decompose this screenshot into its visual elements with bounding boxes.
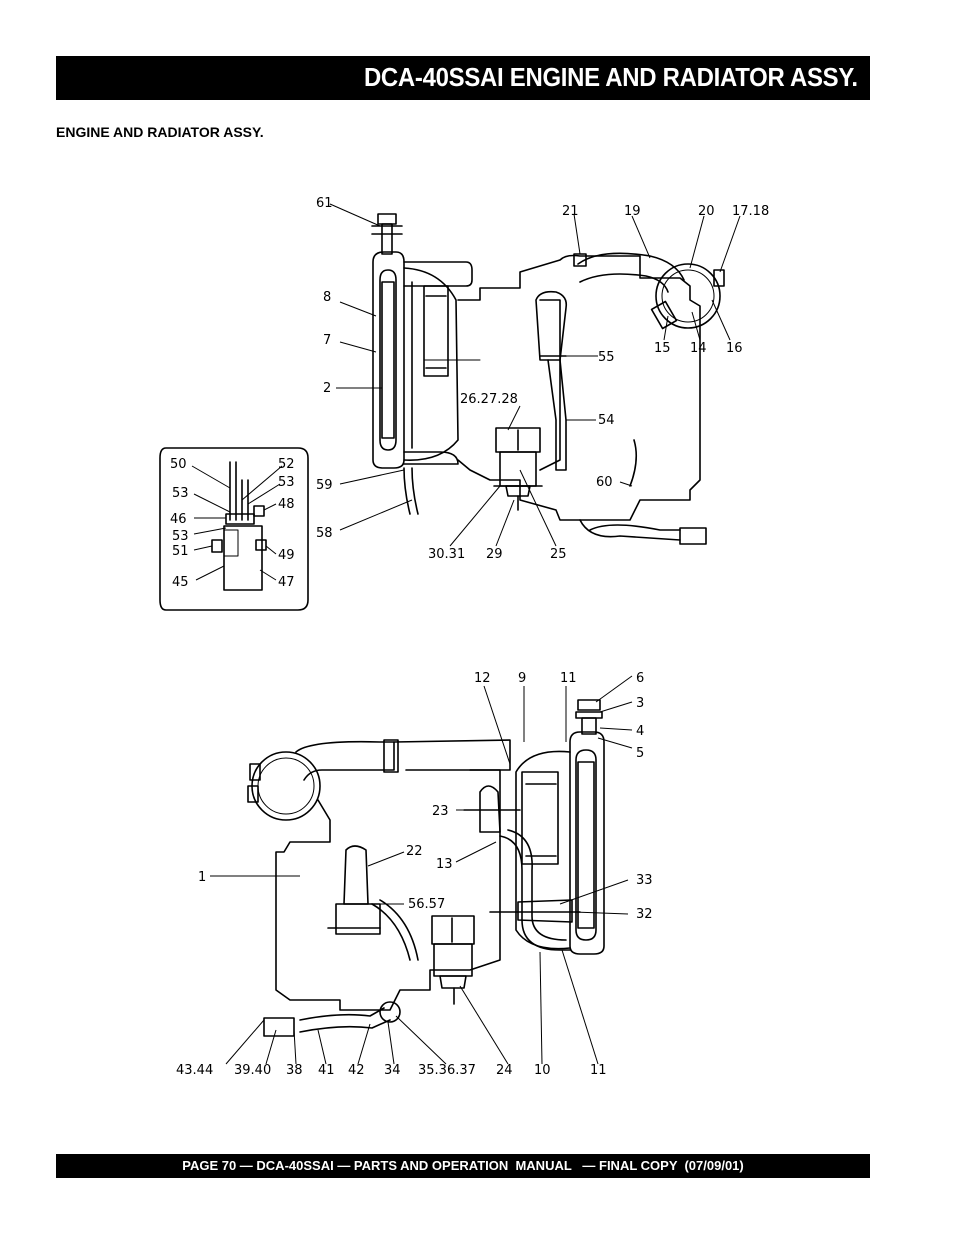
inset-callout-48: 48 [278, 497, 295, 512]
callout-20: 20 [698, 204, 715, 219]
callout-35-36-37: 35.36.37 [418, 1063, 476, 1078]
callout-60: 60 [596, 475, 613, 490]
inset-callout-46: 46 [170, 512, 187, 527]
callout-25: 25 [550, 547, 567, 562]
inset-callout-53-c: 53 [172, 529, 189, 544]
inset-callout-50: 50 [170, 457, 187, 472]
callout-41: 41 [318, 1063, 335, 1078]
callout-54: 54 [598, 413, 615, 428]
inset-callout-45: 45 [172, 575, 189, 590]
callout-13: 13 [436, 857, 453, 872]
inset-callout-53-a: 53 [278, 475, 295, 490]
callout-55: 55 [598, 350, 615, 365]
callout-30-31: 30.31 [428, 547, 465, 562]
callout-24: 24 [496, 1063, 513, 1078]
callout-42: 42 [348, 1063, 365, 1078]
callout-38: 38 [286, 1063, 303, 1078]
inset-callout-52: 52 [278, 457, 295, 472]
callout-29: 29 [486, 547, 503, 562]
callout-59: 59 [316, 478, 333, 493]
callout-17-18: 17.18 [732, 204, 769, 219]
callout-7: 7 [323, 333, 331, 348]
callout-61: 61 [316, 196, 333, 211]
top-assembly-drawing [371, 213, 725, 545]
callout-3: 3 [636, 696, 644, 711]
callout-32: 32 [636, 907, 653, 922]
callout-58: 58 [316, 526, 333, 541]
inset-callout-53-b: 53 [172, 486, 189, 501]
callout-39-40: 39.40 [234, 1063, 271, 1078]
title-bar: DCA-40SSAI ENGINE AND RADIATOR ASSY. [56, 56, 870, 100]
callout-9: 9 [518, 671, 526, 686]
inset-callout-51: 51 [172, 544, 189, 559]
footer-text: PAGE 70 — DCA-40SSAI — PARTS AND OPERATI… [182, 1158, 744, 1173]
callout-16: 16 [726, 341, 743, 356]
callout-23: 23 [432, 804, 449, 819]
bottom-assembly-drawing [247, 699, 605, 1037]
callout-6: 6 [636, 671, 644, 686]
callout-8: 8 [323, 290, 331, 305]
callout-11-top: 11 [560, 671, 577, 686]
inset-callout-47: 47 [278, 575, 295, 590]
callout-34: 34 [384, 1063, 401, 1078]
callout-19: 19 [624, 204, 641, 219]
callout-22: 22 [406, 844, 423, 859]
callout-43-44: 43.44 [176, 1063, 213, 1078]
callout-1: 1 [198, 870, 206, 885]
footer-bar: PAGE 70 — DCA-40SSAI — PARTS AND OPERATI… [56, 1154, 870, 1178]
page-title: DCA-40SSAI ENGINE AND RADIATOR ASSY. [364, 62, 858, 92]
callout-11-bottom: 11 [590, 1063, 607, 1078]
callout-14: 14 [690, 341, 707, 356]
callout-15: 15 [654, 341, 671, 356]
inset-callout-49: 49 [278, 548, 295, 563]
callout-56-57: 56.57 [408, 897, 445, 912]
callout-12: 12 [474, 671, 491, 686]
callout-33: 33 [636, 873, 653, 888]
callout-5: 5 [636, 746, 644, 761]
callout-10: 10 [534, 1063, 551, 1078]
callout-21: 21 [562, 204, 579, 219]
callout-26-27-28: 26.27.28 [460, 392, 518, 407]
callout-2: 2 [323, 381, 331, 396]
callout-4: 4 [636, 724, 644, 739]
section-subtitle: ENGINE AND RADIATOR ASSY. [56, 124, 264, 140]
